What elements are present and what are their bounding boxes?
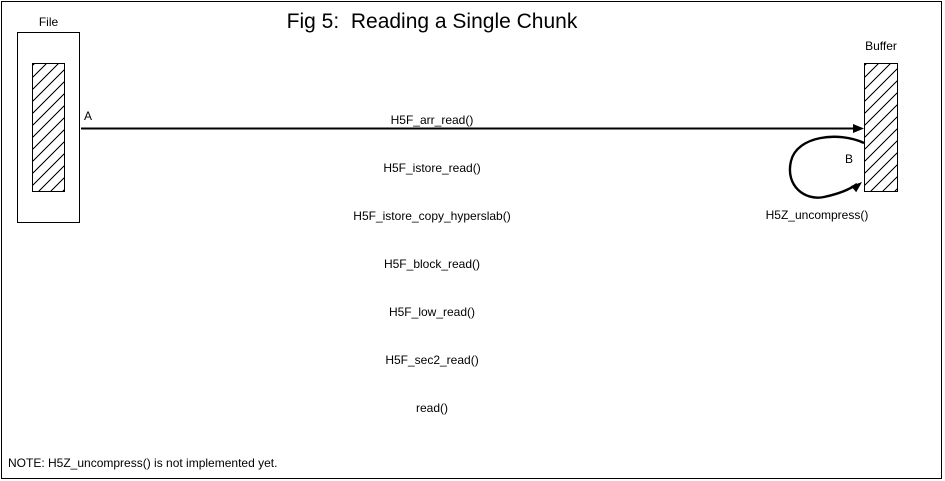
call-stack-line: H5F_istore_read() xyxy=(383,161,481,175)
uncompress-loop-arrow xyxy=(788,135,865,199)
buffer-box xyxy=(864,63,898,192)
arrow-b-label: B xyxy=(845,152,854,166)
call-stack-line: H5F_low_read() xyxy=(388,305,476,319)
call-stack-line: H5F_sec2_read() xyxy=(385,353,479,367)
file-data-region xyxy=(32,63,65,192)
arrow-a-label: A xyxy=(84,109,93,123)
call-stack-line: H5F_istore_copy_hyperslab() xyxy=(353,209,511,223)
figure-note: NOTE: H5Z_uncompress() is not implemente… xyxy=(8,456,278,470)
file-label: File xyxy=(38,15,59,29)
uncompress-caption: H5Z_uncompress() xyxy=(765,208,869,222)
read-arrowhead xyxy=(853,124,864,133)
call-stack-line: read() xyxy=(415,401,448,415)
buffer-label: Buffer xyxy=(865,39,897,53)
read-call-stack: H5F_arr_read() H5F_istore_read() H5F_ist… xyxy=(332,80,532,448)
uncompress-loop-arrowhead xyxy=(851,182,862,193)
call-stack-line: H5F_arr_read() xyxy=(390,113,474,127)
figure-title: Fig 5: Reading a Single Chunk xyxy=(286,10,578,33)
call-stack-line: H5F_block_read() xyxy=(383,257,481,271)
